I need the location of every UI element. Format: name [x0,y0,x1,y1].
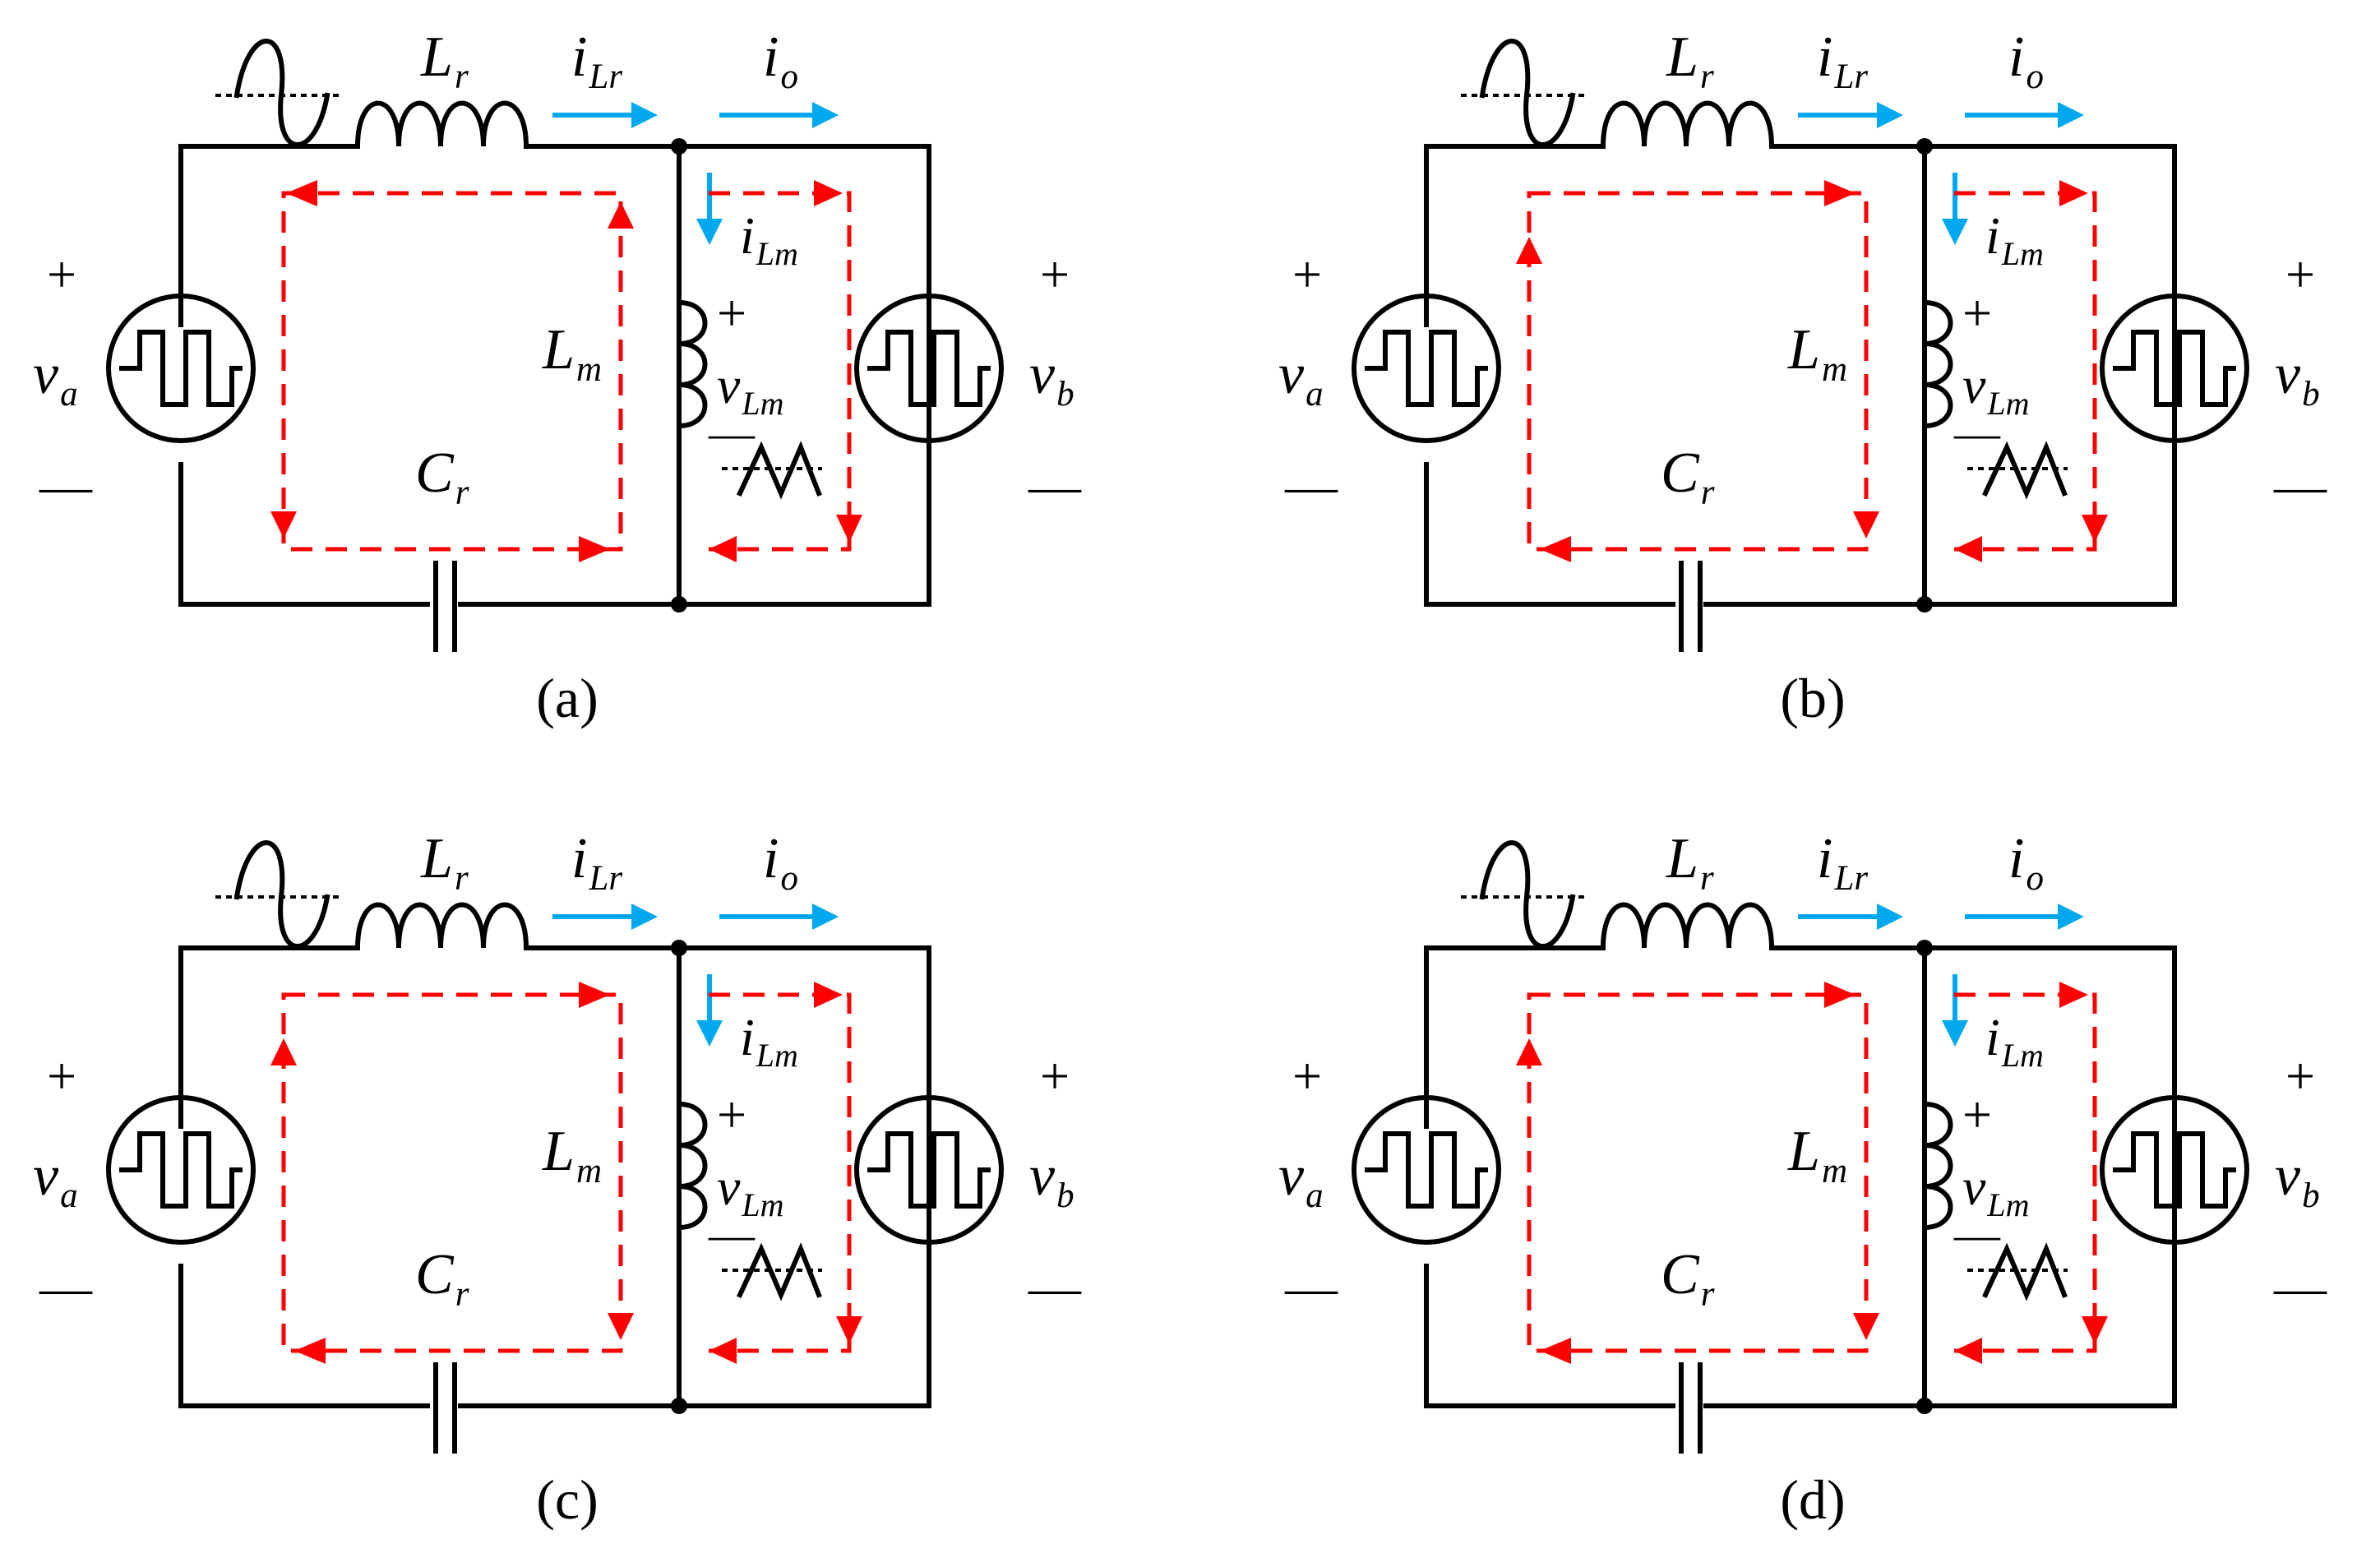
va-plus-sign: + [47,1047,76,1105]
vb-minus-sign: — [2273,1258,2327,1316]
label-Lm: Lm [1787,318,1847,389]
caption-c: (c) [536,1468,598,1531]
label-vLm: vLm [717,1158,784,1223]
va-minus-sign: — [1284,1258,1338,1316]
vb-minus-sign: — [1028,1258,1082,1316]
label-va: va [33,1144,78,1215]
label-io: io [2008,827,2044,898]
label-io: io [763,827,798,898]
caption-b: (b) [1780,667,1845,729]
label-vb: vb [2275,343,2320,414]
label-Lr: Lr [420,827,469,898]
va-plus-sign: + [1292,1047,1322,1105]
label-iLm: iLm [740,206,798,272]
label-Cr: Cr [415,441,469,512]
label-vb: vb [2275,1144,2320,1215]
label-iLr: iLr [571,25,622,96]
label-Lm: Lm [542,1120,602,1190]
va-plus-sign: + [47,245,76,303]
caption-a: (a) [536,667,598,729]
va-plus-sign: + [1292,245,1322,303]
vb-plus-sign: + [1040,1047,1070,1105]
label-io: io [763,25,798,96]
label-va: va [1278,1144,1324,1215]
vLm-plus-sign: + [1962,1085,1992,1144]
vb-minus-sign: — [1028,456,1082,515]
vLm-minus-sign: — [708,408,756,459]
label-Cr: Cr [1661,1243,1715,1314]
label-Cr: Cr [415,1243,469,1314]
label-io: io [2008,25,2044,96]
vLm-plus-sign: + [717,1085,746,1144]
label-Lr: Lr [1666,827,1714,898]
vLm-plus-sign: + [717,284,746,342]
vLm-plus-sign: + [1962,284,1992,342]
vLm-minus-sign: — [1953,1209,2001,1260]
label-iLm: iLm [740,1008,798,1074]
label-iLm: iLm [1985,206,2044,272]
label-vLm: vLm [717,356,784,422]
label-Lr: Lr [1666,25,1714,96]
label-vb: vb [1029,1144,1074,1215]
vb-plus-sign: + [1040,245,1070,303]
vLm-minus-sign: — [708,1209,756,1260]
label-va: va [1278,343,1324,414]
label-iLr: iLr [1817,25,1868,96]
vLm-minus-sign: — [1953,408,2001,459]
label-vLm: vLm [1962,1158,2030,1223]
label-Lm: Lm [1787,1120,1847,1190]
vb-plus-sign: + [2285,1047,2315,1105]
label-Cr: Cr [1661,441,1715,512]
label-vLm: vLm [1962,356,2030,422]
va-minus-sign: — [1284,456,1338,515]
vb-plus-sign: + [2285,245,2315,303]
label-va: va [33,343,78,414]
label-iLr: iLr [1817,827,1868,898]
label-vb: vb [1029,343,1074,414]
label-Lr: Lr [420,25,469,96]
va-minus-sign: — [39,456,93,515]
caption-d: (d) [1780,1468,1845,1531]
label-iLm: iLm [1985,1008,2044,1074]
va-minus-sign: — [39,1258,93,1316]
label-Lm: Lm [542,318,602,389]
label-iLr: iLr [571,827,622,898]
vb-minus-sign: — [2273,456,2327,515]
